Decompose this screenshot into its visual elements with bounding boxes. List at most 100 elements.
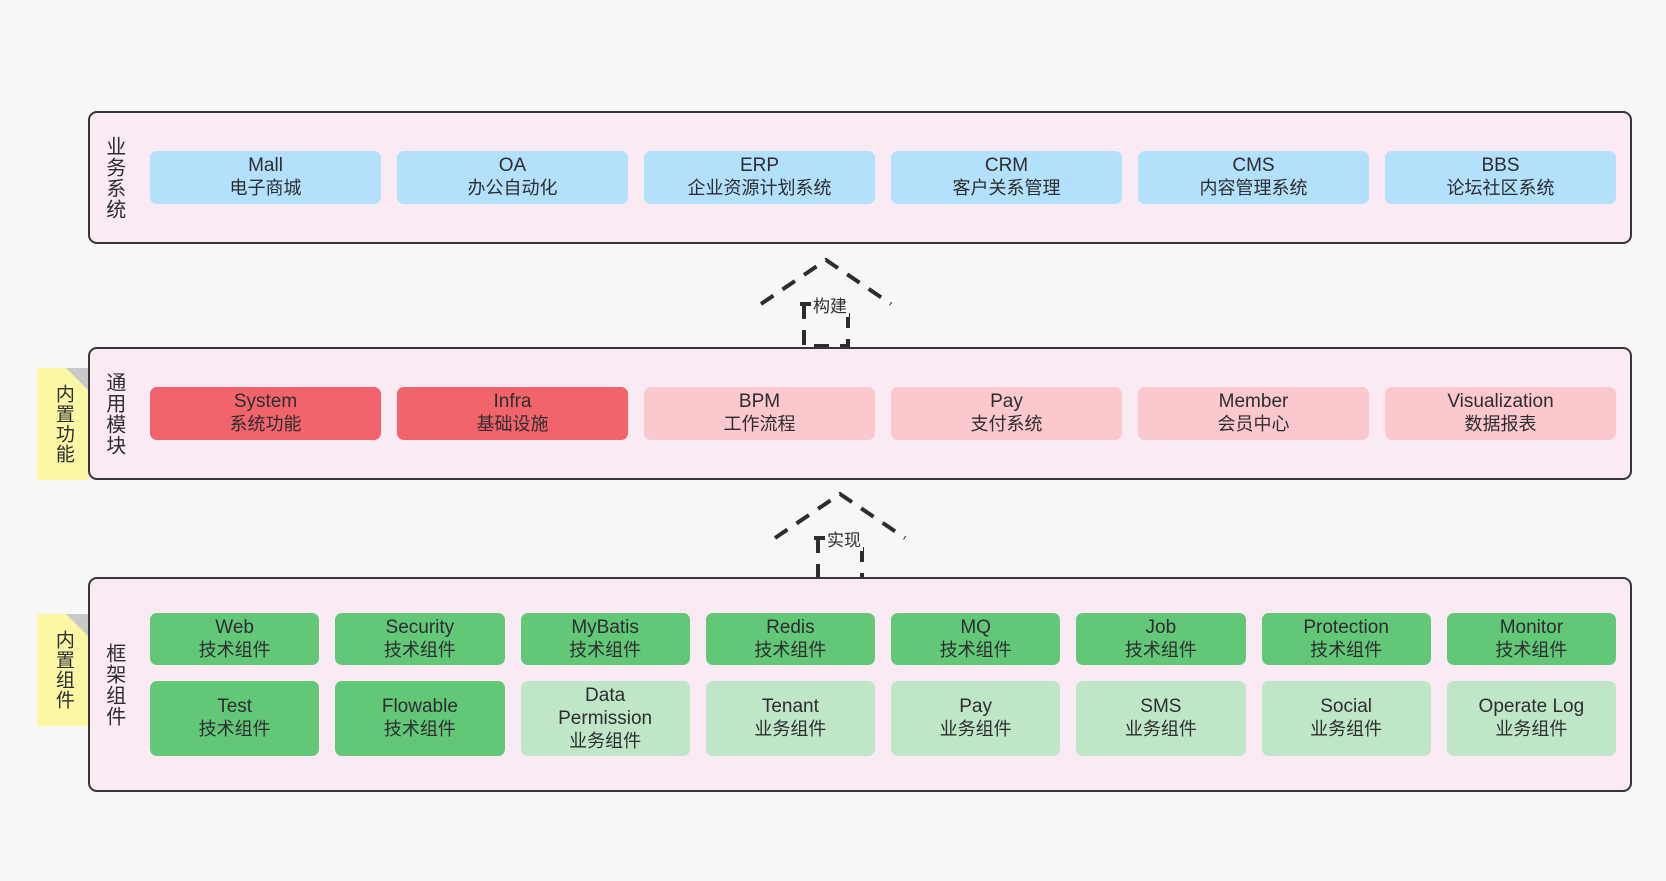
node-security[interactable]: Security 技术组件 (335, 612, 505, 666)
layer-title-framework-components: 框架组件 (102, 642, 125, 727)
node-subtitle: 技术组件 (1495, 639, 1568, 660)
node-subtitle: 办公自动化 (467, 178, 558, 199)
node-title: MQ (960, 616, 991, 638)
node-mq[interactable]: MQ 技术组件 (891, 612, 1061, 666)
node-title: OA (498, 155, 527, 177)
arrowhead-triangle-open (759, 257, 893, 306)
node-protection[interactable]: Protection 技术组件 (1261, 612, 1431, 666)
node-job[interactable]: Job 技术组件 (1076, 612, 1246, 666)
node-operate-log[interactable]: Operate Log 业务组件 (1446, 681, 1616, 757)
node-web[interactable]: Web 技术组件 (150, 612, 320, 666)
node-title: Social (1320, 696, 1372, 718)
sticky-note-label: 内置功能 (52, 384, 74, 464)
node-title: Web (215, 616, 254, 638)
layer-framework-components: 框架组件 Web 技术组件 Security 技术组件 MyBatis 技术组件… (88, 577, 1632, 792)
node-subtitle: 技术组件 (198, 639, 271, 660)
node-subtitle: 业务组件 (1495, 719, 1568, 740)
node-subtitle: 数据报表 (1464, 414, 1537, 435)
node-subtitle: 支付系统 (970, 414, 1043, 435)
layer-title-business-systems: 业务系统 (102, 135, 125, 220)
node-monitor[interactable]: Monitor 技术组件 (1446, 612, 1616, 666)
node-subtitle: 技术组件 (1310, 639, 1383, 660)
node-subtitle: 电子商城 (229, 178, 302, 199)
node-subtitle: 技术组件 (383, 719, 456, 740)
node-member[interactable]: Member 会员中心 (1138, 387, 1369, 440)
node-title: MyBatis (571, 616, 639, 638)
node-test[interactable]: Test 技术组件 (150, 681, 320, 757)
node-title: CMS (1232, 155, 1275, 177)
node-mybatis[interactable]: MyBatis 技术组件 (520, 612, 690, 666)
node-row: Test 技术组件 Flowable 技术组件 Data Permission … (150, 681, 1616, 757)
node-subtitle: 客户关系管理 (952, 178, 1061, 199)
node-subtitle: 工作流程 (723, 414, 796, 435)
node-cms[interactable]: CMS 内容管理系统 (1138, 151, 1369, 204)
node-subtitle: 业务组件 (939, 719, 1012, 740)
node-subtitle: 业务组件 (1124, 719, 1197, 740)
node-row: System 系统功能 Infra 基础设施 BPM 工作流程 Pay 支付系统… (150, 387, 1616, 440)
node-subtitle: 业务组件 (569, 730, 642, 751)
node-title: Pay (990, 391, 1023, 413)
node-title: Visualization (1447, 391, 1554, 413)
node-title: SMS (1140, 696, 1182, 718)
connector-stem (802, 304, 850, 348)
layer-body-business-systems: Mall 电子商城 OA 办公自动化 ERP 企业资源计划系统 CRM 客户关系… (136, 113, 1630, 242)
node-tenant[interactable]: Tenant 业务组件 (705, 681, 875, 757)
node-pay[interactable]: Pay 支付系统 (891, 387, 1122, 440)
node-subtitle: 会员中心 (1217, 414, 1290, 435)
node-data-permission[interactable]: Data Permission 业务组件 (520, 681, 690, 757)
node-row: Web 技术组件 Security 技术组件 MyBatis 技术组件 Redi… (150, 612, 1616, 666)
node-subtitle: 基础设施 (476, 414, 549, 435)
node-subtitle: 技术组件 (754, 639, 827, 660)
node-bbs[interactable]: BBS 论坛社区系统 (1385, 151, 1616, 204)
node-title: Security (385, 616, 455, 638)
node-subtitle: 技术组件 (383, 639, 456, 660)
node-title: Operate Log (1478, 696, 1585, 718)
sticky-note-builtin-features: 内置功能 (37, 368, 88, 480)
node-title: Mall (248, 155, 283, 177)
node-subtitle: 业务组件 (754, 719, 827, 740)
node-subtitle: 内容管理系统 (1199, 178, 1308, 199)
node-crm[interactable]: CRM 客户关系管理 (891, 151, 1122, 204)
node-title: ERP (739, 155, 780, 177)
node-social[interactable]: Social 业务组件 (1261, 681, 1431, 757)
node-title: Flowable (381, 696, 458, 718)
layer-body-framework-components: Web 技术组件 Security 技术组件 MyBatis 技术组件 Redi… (136, 579, 1630, 790)
node-title: System (233, 391, 298, 413)
node-subtitle: 企业资源计划系统 (687, 178, 832, 199)
node-pay-component[interactable]: Pay 业务组件 (891, 681, 1061, 757)
connector-label-build: 构建 (811, 292, 849, 317)
node-title: Monitor (1499, 616, 1564, 638)
node-title: Pay (959, 696, 992, 718)
node-system[interactable]: System 系统功能 (150, 387, 381, 440)
node-title: Redis (766, 616, 815, 638)
node-bpm[interactable]: BPM 工作流程 (644, 387, 875, 440)
node-flowable[interactable]: Flowable 技术组件 (335, 681, 505, 757)
node-title: Infra (493, 391, 532, 413)
node-subtitle: 业务组件 (1310, 719, 1383, 740)
node-title: Member (1218, 391, 1289, 413)
connector-label-implement: 实现 (825, 526, 863, 551)
node-erp[interactable]: ERP 企业资源计划系统 (644, 151, 875, 204)
layer-business-systems: 业务系统 Mall 电子商城 OA 办公自动化 ERP 企业资源计划系统 CRM… (88, 111, 1632, 244)
node-subtitle: 技术组件 (198, 719, 271, 740)
sticky-note-label: 内置组件 (52, 630, 74, 710)
node-visualization[interactable]: Visualization 数据报表 (1385, 387, 1616, 440)
layer-body-common-modules: System 系统功能 Infra 基础设施 BPM 工作流程 Pay 支付系统… (136, 349, 1630, 478)
node-sms[interactable]: SMS 业务组件 (1076, 681, 1246, 757)
node-title: Test (217, 696, 253, 718)
node-mall[interactable]: Mall 电子商城 (150, 151, 381, 204)
node-subtitle: 系统功能 (229, 414, 302, 435)
sticky-note-builtin-components: 内置组件 (37, 614, 88, 726)
layer-title-common-modules: 通用模块 (102, 371, 125, 456)
node-title: Protection (1303, 616, 1389, 638)
connector-implement: 实现 (770, 490, 910, 582)
node-title: Tenant (761, 696, 819, 718)
node-subtitle: 技术组件 (939, 639, 1012, 660)
node-row: Mall 电子商城 OA 办公自动化 ERP 企业资源计划系统 CRM 客户关系… (150, 151, 1616, 204)
node-oa[interactable]: OA 办公自动化 (397, 151, 628, 204)
node-redis[interactable]: Redis 技术组件 (705, 612, 875, 666)
layer-common-modules: 通用模块 System 系统功能 Infra 基础设施 BPM 工作流程 Pay… (88, 347, 1632, 480)
node-subtitle: 技术组件 (569, 639, 642, 660)
node-infra[interactable]: Infra 基础设施 (397, 387, 628, 440)
